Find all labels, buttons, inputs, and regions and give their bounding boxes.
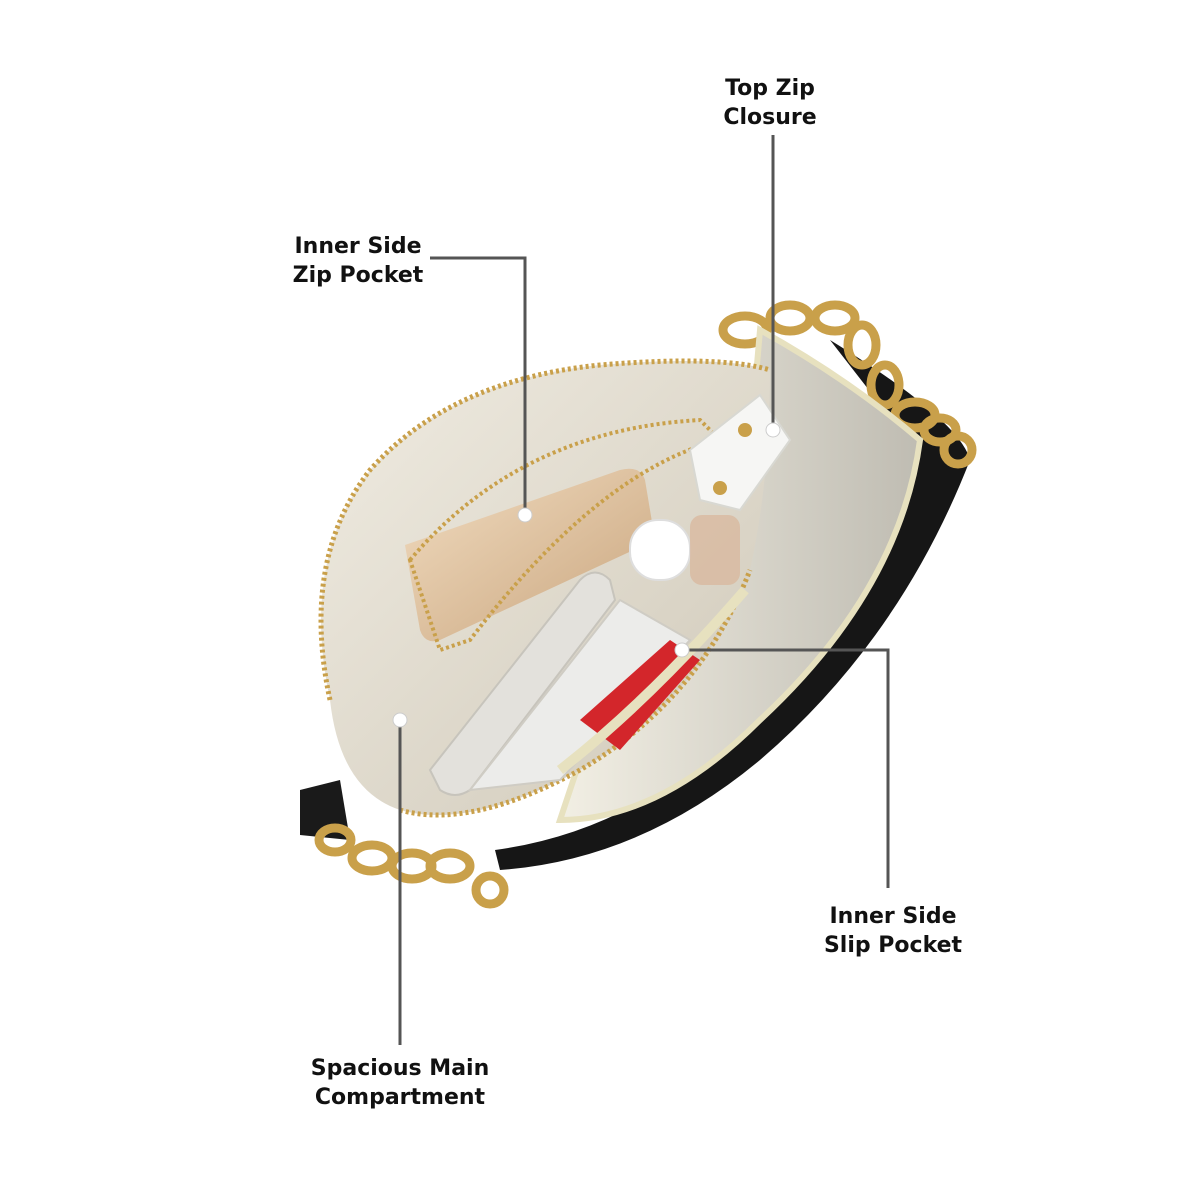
black-back-panel bbox=[495, 340, 970, 870]
zipper-rim-lower bbox=[399, 569, 753, 818]
callout-top-zip-closure: Top Zip Closure bbox=[700, 74, 840, 132]
small-bottle bbox=[629, 519, 691, 581]
inner-zip-pocket bbox=[407, 417, 724, 653]
dot-zip-pocket bbox=[517, 507, 533, 523]
perfume-bottle bbox=[690, 515, 740, 585]
gold-chain bbox=[718, 300, 977, 469]
callout-inner-side-slip-pocket: Inner Side Slip Pocket bbox=[808, 902, 978, 960]
callout-text: Spacious Main bbox=[310, 1056, 490, 1081]
gold-chain-bottom bbox=[314, 823, 509, 909]
grey-wallet bbox=[428, 571, 617, 796]
dot-slip-pocket bbox=[674, 642, 690, 658]
leader-lines bbox=[398, 135, 890, 1045]
callout-inner-side-zip-pocket: Inner Side Zip Pocket bbox=[268, 232, 448, 290]
leader-slip-pocket bbox=[682, 648, 890, 888]
dot-top-zip bbox=[765, 422, 781, 438]
slip-pocket-edge bbox=[556, 586, 749, 774]
phone bbox=[405, 468, 655, 642]
white-device bbox=[688, 393, 792, 512]
callout-text: Slip Pocket bbox=[823, 933, 963, 958]
callout-text: Inner Side bbox=[294, 234, 422, 259]
callout-text: Closure bbox=[723, 105, 817, 130]
callout-text: Compartment bbox=[314, 1085, 486, 1110]
callout-text: Top Zip bbox=[725, 76, 815, 101]
callout-text: Zip Pocket bbox=[292, 263, 424, 288]
callout-text: Inner Side bbox=[829, 904, 957, 929]
callout-spacious-main-compartment: Spacious Main Compartment bbox=[290, 1054, 510, 1112]
zipper-rim bbox=[318, 358, 771, 701]
callout-dots bbox=[392, 422, 781, 728]
dot-main-compartment bbox=[392, 712, 408, 728]
card-holder bbox=[467, 598, 692, 792]
leader-zip-pocket bbox=[430, 256, 527, 515]
